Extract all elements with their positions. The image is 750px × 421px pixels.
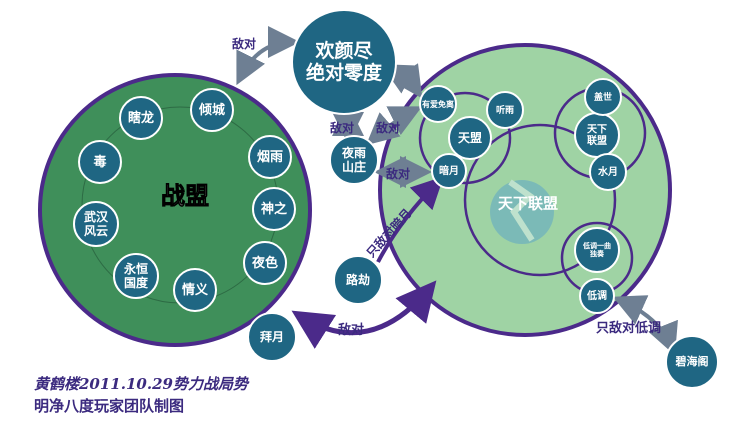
lianmeng-node-label: 水月 [597,165,618,178]
relation-mid-left: 敌对 [330,120,354,135]
zhanmeng-member-label: 情义 [182,282,209,298]
lianmeng-title: 天下联盟 [498,195,558,213]
zhanmeng-member: 烟雨 [248,135,292,179]
zhanmeng-member-label: 神之 [261,201,287,217]
node-yeyu: 夜雨山庄 [329,135,379,185]
zhanmeng-member: 永恒国度 [113,253,159,299]
caption-line1: 黄鹤楼2011.10.29势力战局势 [34,375,248,393]
arrow-bottom-hostile [291,280,437,349]
relation-didiao: 只敌对低调 [596,320,661,336]
lianmeng-node-label: 暗月 [439,164,459,177]
zhanmeng-member-label: 毒 [93,154,106,170]
arrow-lujie-anyue [376,176,444,263]
lianmeng-logo-icon [490,179,554,244]
lianmeng-node: 低调一曲独奏 [574,227,620,273]
zhanmeng-member: 倾城 [190,88,234,132]
node-lujie: 路劫 [333,255,383,305]
node-yeyu-label: 夜雨山庄 [341,145,366,174]
lianmeng-node: 盖世 [584,78,622,116]
zhanmeng-member-label: 瞎龙 [128,110,154,126]
node-bihai: 碧海阁 [665,335,719,389]
zhanmeng-member: 武汉风云 [73,201,119,247]
node-tianmeng: 天盟 [448,116,492,160]
lianmeng-node-label: 低调一曲独奏 [582,241,611,258]
node-huanyan-label: 欢颜尽绝对零度 [306,39,383,84]
node-baiyue-label: 拜月 [260,329,284,344]
lianmeng-node: 听雨 [486,91,524,129]
zhanmeng-member-label: 烟雨 [257,150,283,165]
zhanmeng-member-label: 武汉风云 [84,209,109,238]
lianmeng-inner-ring [463,123,617,277]
node-huanyan: 欢颜尽绝对零度 [291,9,397,115]
lianmeng-node-label: 听雨 [496,104,514,116]
lianmeng-node: 水月 [589,153,627,191]
zhanmeng-member: 神之 [252,187,296,231]
zhanmeng-member: 情义 [173,268,217,312]
lianmeng-node-label: 低调 [586,289,607,302]
lianmeng-node: 低调 [579,278,615,314]
arrow-top-hostile [236,26,300,86]
node-tianxia-label: 天下联盟 [587,123,607,147]
zhanmeng-member-label: 永恒国度 [123,261,149,290]
arrow-didiao-bihai [612,295,678,356]
arrow-yeyu-tianmeng [365,106,423,146]
zhanmeng-member-label: 倾城 [198,102,225,118]
zhanmeng-member: 瞎龙 [119,96,163,140]
lianmeng-node-label: 有爱免离 [422,99,454,109]
node-baiyue: 拜月 [247,312,297,362]
zhanmeng-title: 战盟 [161,182,209,210]
lianmeng-node-label: 盖世 [594,91,612,103]
node-tianxia: 天下联盟 [574,112,620,158]
caption-line2: 明净八度玩家团队制图 [34,397,185,415]
node-bihai-label: 碧海阁 [675,354,709,368]
node-lujie-label: 路劫 [346,272,370,287]
zhanmeng-member: 夜色 [243,241,287,285]
zhanmeng-member-label: 夜色 [251,255,278,271]
lianmeng-node: 暗月 [431,153,467,189]
relation-bottom: 敌对 [338,322,364,338]
lianmeng-node: 有爱免离 [419,85,457,123]
relation-yeyu: 敌对 [386,166,410,181]
relation-top-hostile: 敌对 [232,36,256,51]
node-tianmeng-label: 天盟 [458,131,482,145]
zhanmeng-member: 毒 [78,140,122,184]
relation-mid-right: 敌对 [376,120,400,135]
